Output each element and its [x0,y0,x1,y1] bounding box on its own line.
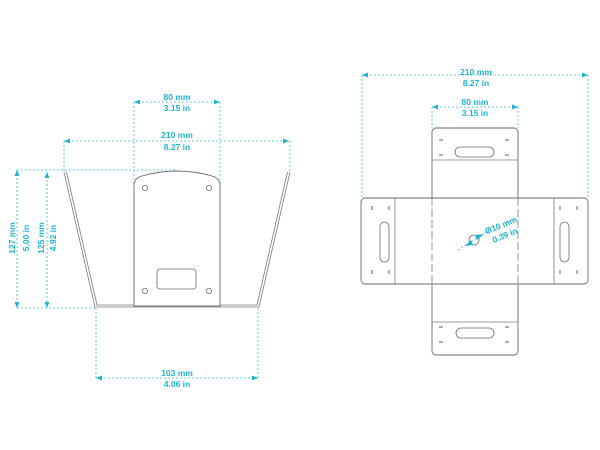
dim-label-in: 4.06 in [164,379,190,389]
bend-lines [394,159,555,323]
dim-label-mm: 80 mm [164,92,191,102]
side-view: 80 mm 3.15 in 210 mm 8.27 in 127 mm 5.00… [7,92,291,389]
right-slot [559,221,570,263]
dim-label-mm: 80 mm [462,97,489,107]
dim-label-in: 3.15 in [164,103,190,113]
bottom-slot [455,327,495,339]
back-plate [133,170,221,307]
dim-label-mm: 210 mm [460,67,492,77]
dim-210mm-side: 210 mm 8.27 in [64,130,289,152]
top-view: 210 mm 8.27 in 80 mm 3.15 in Ø10 mm 0.39… [360,67,589,356]
dim-label-mm: 127 mm [7,222,17,254]
dim-80mm-top: 80 mm 3.15 in [432,97,518,118]
dim-label-in: 3.15 in [462,108,488,118]
plate-slot [156,268,197,290]
dim-label-in: 8.27 in [164,142,190,152]
mount-hole [205,287,212,294]
left-slot [379,221,390,263]
mount-hole [141,287,148,294]
top-slot [454,146,495,158]
dim-label-in: 5.00 in [21,225,31,251]
dim-label-mm: 125 mm [36,222,46,254]
top-extension-lines [361,75,589,198]
dim-80mm-side: 80 mm 3.15 in [134,92,220,113]
mount-hole [141,184,148,191]
dim-127mm: 127 mm 5.00 in [7,170,31,308]
dim-210mm-top: 210 mm 8.27 in [362,67,588,88]
mount-hole [205,184,212,191]
dim-label-mm: 103 mm [161,368,193,378]
dim-103mm: 103 mm 4.06 in [96,368,258,389]
dim-label-mm: 210 mm [161,130,193,140]
screw-marks [371,139,578,343]
dim-125mm: 125 mm 4.92 in [36,172,58,308]
dim-label-in: 8.27 in [463,78,489,88]
dim-label-in: 4.92 in [48,225,58,251]
